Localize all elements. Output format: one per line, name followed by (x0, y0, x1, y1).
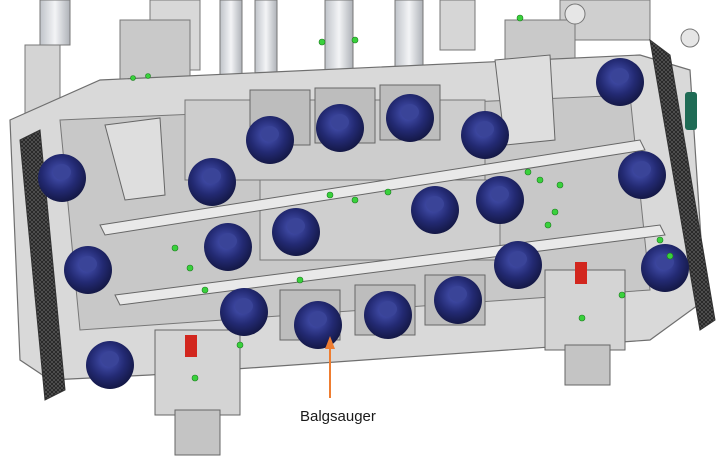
suction-cup (38, 154, 86, 202)
suction-cup (272, 208, 320, 256)
upper-rail (99, 139, 646, 236)
suction-cup (386, 94, 434, 142)
suction-cup (641, 244, 689, 292)
callout-label: Balgsauger (300, 408, 376, 425)
suction-cup (220, 288, 268, 336)
side-mesh-panel-left (19, 129, 66, 401)
side-mesh-panel-right (649, 38, 716, 331)
bottom-clamp-right (544, 262, 626, 386)
suction-cup (434, 276, 482, 324)
suction-cup-group (38, 58, 689, 389)
suction-cup (494, 241, 542, 289)
suction-cup (204, 223, 252, 271)
suction-cup (316, 104, 364, 152)
suction-cup (364, 291, 412, 339)
callout-arrow (325, 336, 335, 398)
teal-connector (685, 92, 697, 130)
suction-cup (618, 151, 666, 199)
bottom-clamp-left (154, 329, 241, 456)
suction-cup (188, 158, 236, 206)
suction-cup (596, 58, 644, 106)
suction-cup (461, 111, 509, 159)
suction-cup (411, 186, 459, 234)
suction-cup (86, 341, 134, 389)
gripper-bracket-left (104, 117, 166, 201)
suction-cup (246, 116, 294, 164)
suction-cup (64, 246, 112, 294)
suction-cup (476, 176, 524, 224)
green-markers (130, 14, 674, 382)
suction-cup (294, 301, 342, 349)
gripper-bracket-right (494, 54, 556, 146)
